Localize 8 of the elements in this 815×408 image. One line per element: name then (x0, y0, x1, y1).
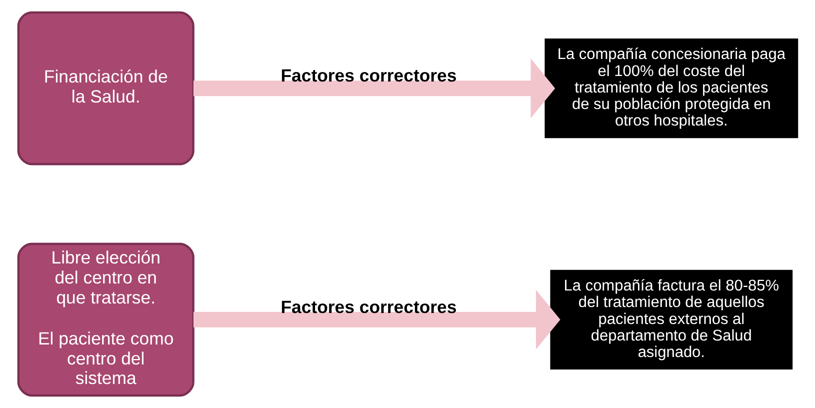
arrow (192, 290, 560, 350)
node-box: La compañía factura el 80-85% del tratamiento de aquellos pacientes externos al departamento de Salud asignado. (550, 270, 792, 370)
arrow (192, 58, 555, 118)
node-box: La compañía concesionaria paga el 100% del coste del tratamiento de los pacientes de su población protegida en otros hospitales. (544, 38, 798, 138)
node-box: Libre elección del centro en que tratarse. El paciente como centro del sistema (16, 242, 194, 397)
edge-label: Factores correctores (280, 296, 456, 317)
node-box: Financiación de la Salud. (16, 11, 194, 166)
edge-label: Factores correctores (280, 65, 456, 86)
